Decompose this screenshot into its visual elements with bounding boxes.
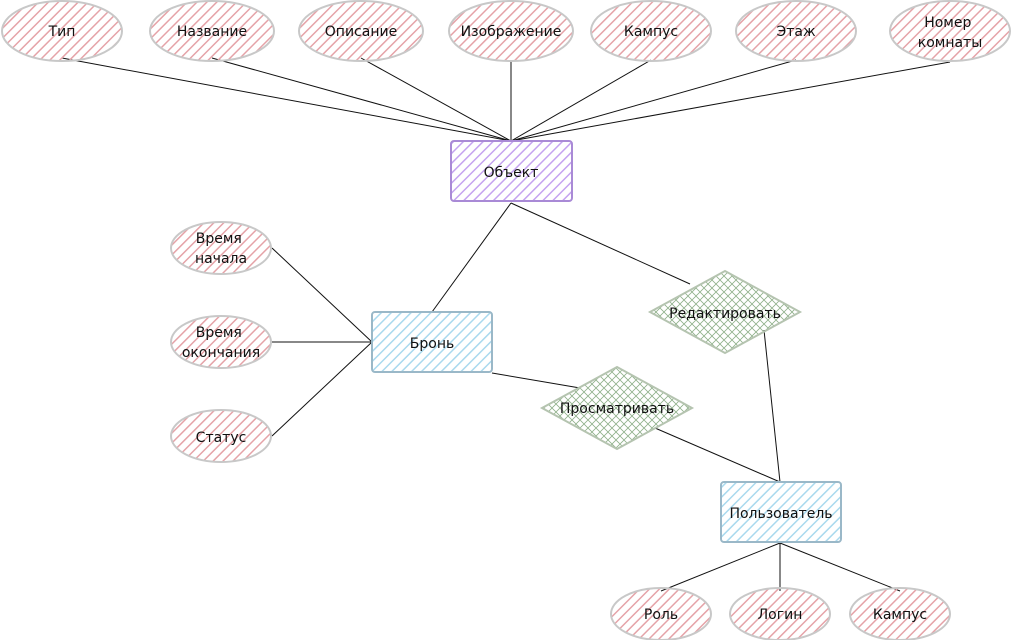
svg-text:Кампус: Кампус bbox=[624, 24, 678, 40]
entity-object-label: Объект bbox=[484, 165, 539, 181]
svg-text:Просматривать: Просматривать bbox=[560, 401, 674, 417]
attribute-status-label: Статус bbox=[196, 430, 247, 446]
svg-text:Изображение: Изображение bbox=[461, 24, 562, 40]
edge-edit-user bbox=[763, 329, 781, 483]
attribute-image-label: Изображение bbox=[461, 24, 562, 40]
attribute-description: Описание bbox=[298, 0, 424, 62]
svg-text:Логин: Логин bbox=[758, 607, 803, 623]
attribute-start-time: Время начала bbox=[170, 221, 272, 275]
entity-user-label: Пользователь bbox=[729, 506, 832, 522]
attribute-start-time-label-1: Время bbox=[196, 231, 242, 247]
attribute-login-label: Логин bbox=[758, 607, 803, 623]
attribute-user-campus: Кампус bbox=[849, 587, 951, 640]
attribute-type-label: Тип bbox=[48, 24, 76, 40]
entity-booking-label: Бронь bbox=[410, 336, 454, 352]
attribute-room-number: Номер комнаты bbox=[889, 0, 1011, 62]
svg-text:Статус: Статус bbox=[196, 430, 247, 446]
edge-campus-object bbox=[510, 59, 652, 142]
attribute-status: Статус bbox=[170, 409, 272, 463]
relationship-view: Просматривать bbox=[539, 365, 695, 451]
attribute-end-time-label-1: Время bbox=[196, 325, 242, 341]
attribute-image: Изображение bbox=[448, 0, 574, 62]
svg-text:Пользователь: Пользователь bbox=[729, 506, 832, 522]
edge-room-object bbox=[510, 61, 951, 142]
entity-booking: Бронь bbox=[371, 311, 493, 373]
attribute-end-time: Время окончания bbox=[170, 315, 272, 369]
svg-text:Редактировать: Редактировать bbox=[669, 306, 781, 322]
attribute-start-time-label-2: начала bbox=[195, 251, 247, 267]
relationship-edit: Редактировать bbox=[647, 269, 803, 355]
attribute-campus: Кампус bbox=[590, 0, 712, 62]
edge-view-user bbox=[654, 427, 781, 483]
edge-object-booking bbox=[431, 202, 512, 313]
attribute-campus-label: Кампус bbox=[624, 24, 678, 40]
attribute-type: Тип bbox=[1, 0, 123, 62]
svg-text:Время окончания: Время окончания bbox=[182, 325, 260, 361]
edge-start-booking bbox=[271, 247, 373, 343]
attribute-login: Логин bbox=[729, 587, 831, 640]
attribute-description-label: Описание bbox=[325, 24, 397, 40]
attribute-room-number-label-2: комнаты bbox=[918, 35, 983, 51]
svg-text:Описание: Описание bbox=[325, 24, 397, 40]
attribute-role: Роль bbox=[610, 587, 712, 640]
edge-user-role bbox=[660, 542, 781, 592]
relationship-edit-label: Редактировать bbox=[669, 306, 781, 322]
attribute-room-number-label-1: Номер bbox=[924, 15, 971, 31]
edge-name-object bbox=[211, 57, 512, 142]
entity-user: Пользователь bbox=[720, 481, 842, 543]
svg-text:Объект: Объект bbox=[484, 165, 539, 181]
svg-text:Тип: Тип bbox=[48, 24, 76, 40]
attribute-user-campus-label: Кампус bbox=[873, 607, 927, 623]
svg-text:Номер комнаты: Номер комнаты bbox=[918, 15, 983, 51]
attribute-role-label: Роль bbox=[644, 607, 678, 623]
svg-text:Бронь: Бронь bbox=[410, 336, 454, 352]
edge-status-booking bbox=[271, 341, 373, 437]
attribute-name-label: Название bbox=[177, 24, 247, 40]
svg-text:Название: Название bbox=[177, 24, 247, 40]
edge-description-object bbox=[360, 57, 512, 142]
attribute-name: Название bbox=[149, 0, 275, 62]
edge-user-campus bbox=[779, 542, 901, 592]
attribute-end-time-label-2: окончания bbox=[182, 345, 260, 361]
edge-booking-view bbox=[491, 372, 581, 389]
attribute-floor-label: Этаж bbox=[776, 24, 816, 40]
svg-text:Роль: Роль bbox=[644, 607, 678, 623]
svg-text:Этаж: Этаж bbox=[776, 24, 816, 40]
edge-type-object bbox=[61, 57, 512, 142]
edge-floor-object bbox=[510, 59, 797, 142]
edge-object-edit bbox=[510, 202, 691, 285]
entity-object: Объект bbox=[450, 140, 573, 202]
edges bbox=[61, 57, 951, 592]
attribute-floor: Этаж bbox=[735, 0, 857, 62]
svg-text:Время начала: Время начала bbox=[195, 231, 247, 267]
relationship-view-label: Просматривать bbox=[560, 401, 674, 417]
svg-text:Кампус: Кампус bbox=[873, 607, 927, 623]
